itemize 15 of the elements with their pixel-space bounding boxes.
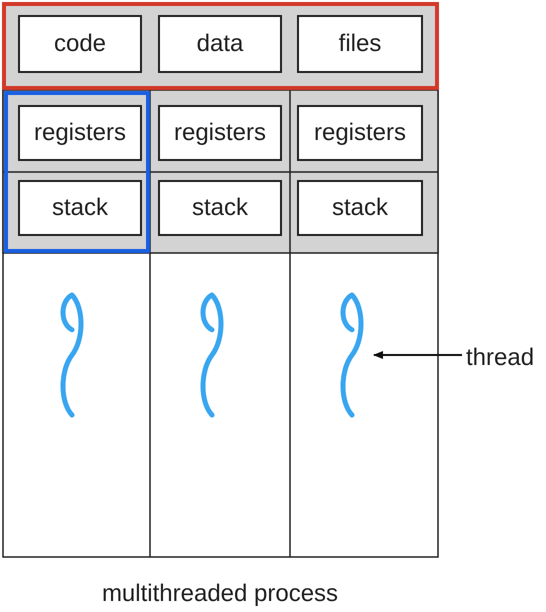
component-box: stack <box>18 180 142 236</box>
component-box: stack <box>297 180 423 236</box>
component-box: data <box>158 15 282 73</box>
component-box: registers <box>297 105 423 161</box>
thread-squiggle-icon <box>58 292 86 418</box>
thread-squiggle-icon <box>198 292 226 418</box>
component-box: registers <box>158 105 282 161</box>
component-box: registers <box>18 105 142 161</box>
callout-label: thread <box>466 340 546 376</box>
component-box: stack <box>158 180 282 236</box>
component-box: code <box>18 15 142 73</box>
thread-squiggle-icon <box>338 292 366 418</box>
component-box: files <box>297 15 423 73</box>
caption: multithreaded process <box>100 580 340 608</box>
arrow <box>373 351 462 359</box>
